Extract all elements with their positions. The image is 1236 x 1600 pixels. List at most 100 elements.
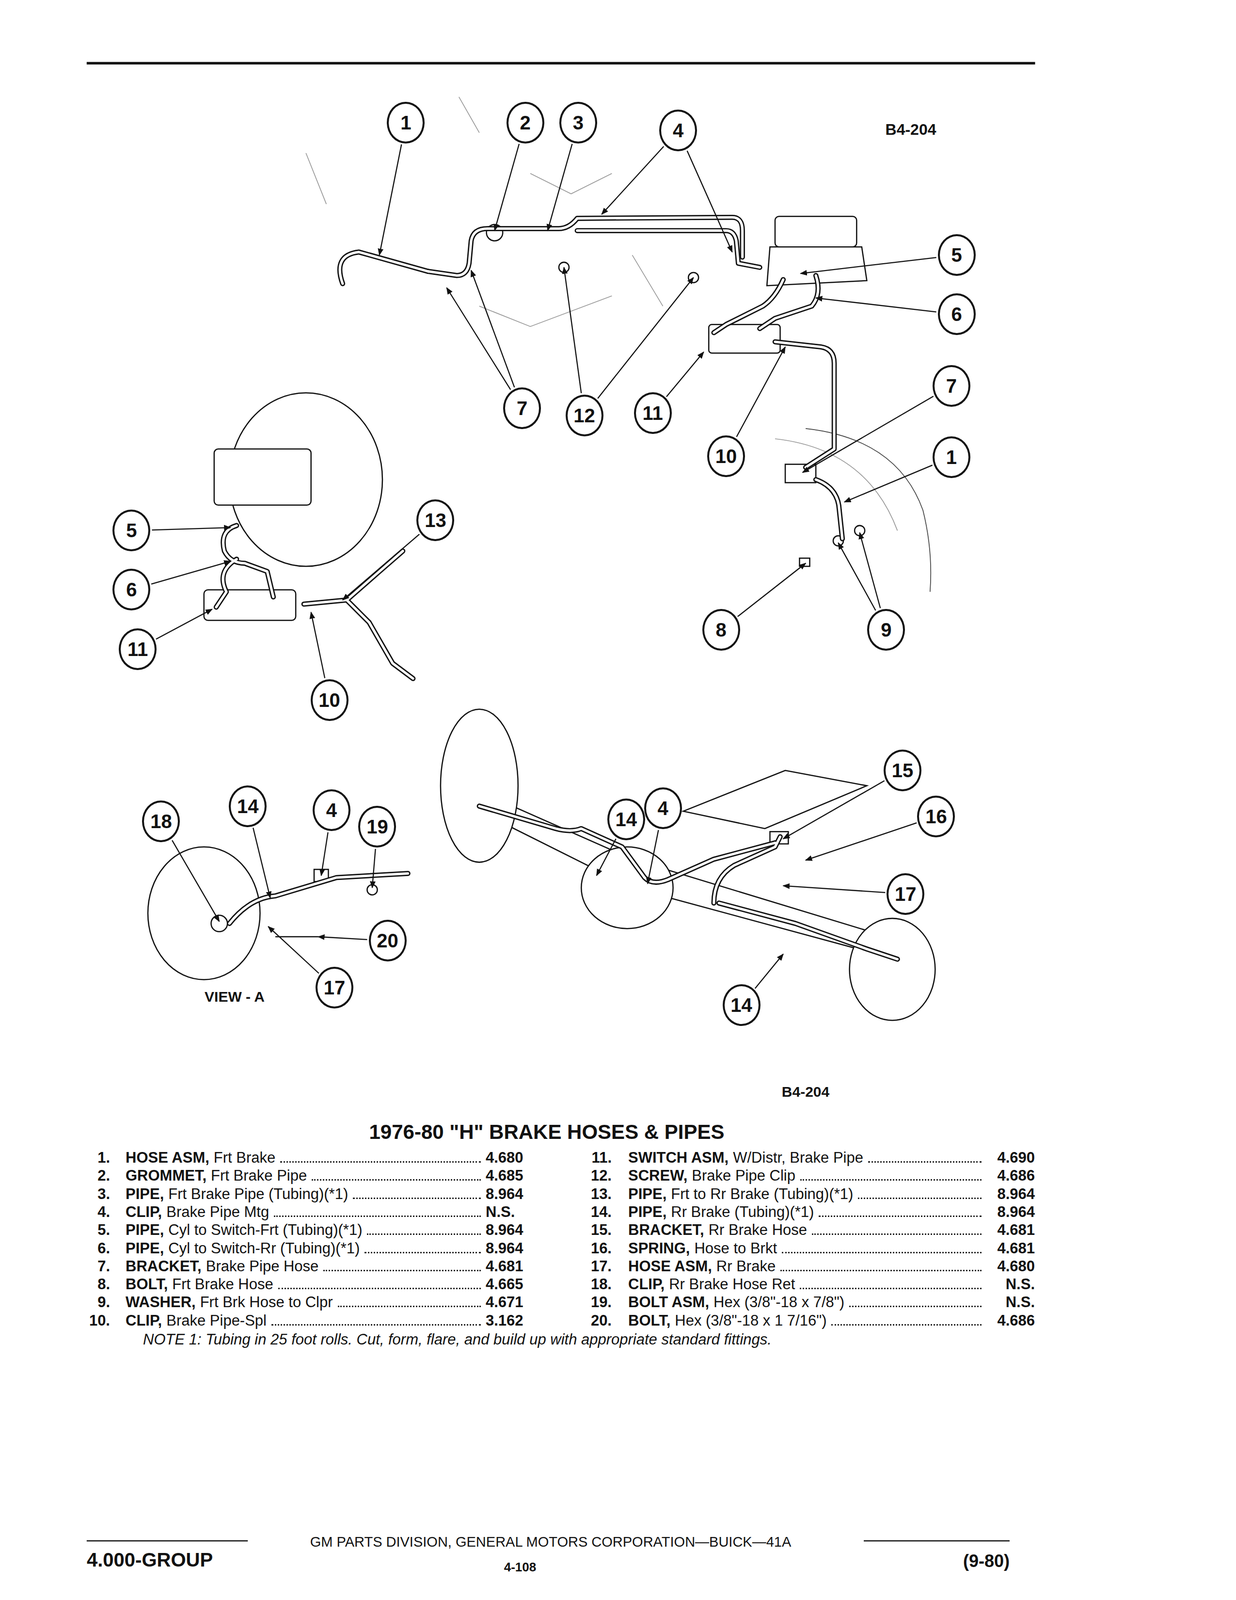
part-number: 12. bbox=[581, 1166, 612, 1185]
callout-number: 11 bbox=[127, 639, 148, 659]
header-rule bbox=[86, 62, 1036, 65]
part-name: CLIP, bbox=[125, 1203, 162, 1221]
price-code: 4.665 bbox=[485, 1275, 535, 1293]
callout-number: 20 bbox=[376, 930, 399, 951]
leader-line bbox=[596, 838, 617, 876]
callout-circle: 12 bbox=[565, 394, 604, 437]
parts-row: 7. BRACKET,Brake Pipe Hose 4.681 bbox=[82, 1257, 535, 1275]
part-name: PIPE, bbox=[628, 1203, 667, 1221]
price-code: 4.681 bbox=[485, 1257, 535, 1275]
price-code: 8.964 bbox=[986, 1203, 1035, 1221]
part-name: CLIP, bbox=[628, 1275, 665, 1293]
leader-line bbox=[859, 532, 881, 609]
part-description: Frt Brake bbox=[213, 1148, 276, 1167]
part-name: BOLT, bbox=[125, 1275, 168, 1293]
leader-line bbox=[597, 277, 694, 398]
callout-number: 5 bbox=[950, 245, 962, 265]
leader-line bbox=[736, 347, 786, 437]
leader-line bbox=[800, 257, 937, 274]
part-name: HOSE ASM, bbox=[628, 1257, 713, 1275]
leader-line bbox=[172, 839, 220, 921]
footer-rule bbox=[863, 1539, 1010, 1542]
part-description: Brake Pipe Hose bbox=[206, 1257, 319, 1275]
drawing-code: B4-204 bbox=[885, 120, 937, 139]
callout-number: 17 bbox=[323, 977, 346, 998]
leader-line bbox=[783, 780, 885, 839]
leader-line bbox=[844, 464, 933, 502]
dot-leader bbox=[800, 1178, 982, 1181]
part-name: PIPE, bbox=[125, 1185, 164, 1203]
callout-number: 4 bbox=[672, 120, 684, 141]
leader-line bbox=[563, 267, 582, 393]
page-rules bbox=[86, 63, 1036, 1540]
price-code: 4.680 bbox=[485, 1148, 535, 1167]
part-name: SPRING, bbox=[628, 1239, 690, 1257]
part-name: HOSE ASM, bbox=[125, 1148, 210, 1167]
dot-leader bbox=[352, 1197, 481, 1199]
parts-row: 6.PIPE,Cyl to Switch-Rr (Tubing)(*1)8.96… bbox=[82, 1239, 535, 1257]
price-code: 8.964 bbox=[986, 1185, 1035, 1203]
callout-number: 19 bbox=[366, 816, 389, 837]
leader-line bbox=[311, 612, 325, 679]
part-number: 4. bbox=[82, 1203, 111, 1221]
brake-drum bbox=[440, 709, 519, 863]
callout-number: 4 bbox=[326, 800, 337, 820]
group-code: 4.000-GROUP bbox=[86, 1548, 213, 1571]
table-title: 1976-80 "H" BRAKE HOSES & PIPES bbox=[368, 1120, 725, 1144]
parts-row: 4.CLIP,Brake Pipe MtgN.S. bbox=[82, 1203, 535, 1221]
callout-circle: 10 bbox=[707, 435, 745, 477]
footer-text: GM PARTS DIVISION, GENERAL MOTORS CORPOR… bbox=[310, 1533, 792, 1550]
callout-circle: 2 bbox=[506, 101, 545, 144]
dot-leader bbox=[278, 1287, 481, 1289]
parts-row: 14.PIPE,Rr Brake (Tubing)(*1)8.964 bbox=[581, 1203, 1035, 1221]
leader-lines bbox=[151, 143, 937, 989]
part-number: 6. bbox=[82, 1239, 111, 1257]
dot-leader bbox=[780, 1269, 982, 1271]
price-code: 4.671 bbox=[485, 1293, 535, 1311]
part-description: Cyl to Switch-Rr (Tubing)(*1) bbox=[168, 1239, 360, 1257]
part-description: Cyl to Switch-Frt (Tubing)(*1) bbox=[168, 1220, 363, 1239]
part-name: BRACKET, bbox=[125, 1257, 202, 1275]
part-number: 20. bbox=[581, 1311, 612, 1330]
dot-leader bbox=[280, 1160, 481, 1163]
differential bbox=[581, 846, 673, 929]
callout-number: 7 bbox=[516, 398, 528, 418]
leader-line bbox=[379, 144, 402, 255]
part-number: 1. bbox=[82, 1148, 111, 1167]
price-code: N.S. bbox=[986, 1275, 1035, 1293]
footer-rule bbox=[86, 1539, 248, 1542]
part-number: 16. bbox=[581, 1239, 612, 1257]
price-code: 4.681 bbox=[986, 1220, 1035, 1239]
price-code: 4.681 bbox=[986, 1239, 1035, 1257]
part-description: Rr Brake bbox=[716, 1257, 776, 1275]
part-description: Rr Brake (Tubing)(*1) bbox=[670, 1203, 814, 1221]
part-number: 19. bbox=[581, 1293, 612, 1311]
parts-row: 15.BRACKET,Rr Brake Hose4.681 bbox=[581, 1220, 1035, 1239]
callout-circle: 4 bbox=[644, 787, 682, 829]
dot-leader bbox=[811, 1233, 982, 1235]
part-name: SCREW, bbox=[628, 1166, 688, 1185]
callout-circle: 1 bbox=[386, 101, 425, 144]
part-description: Hex (3/8"-18 x 7/8") bbox=[713, 1293, 845, 1311]
callout-number: 18 bbox=[150, 811, 173, 831]
part-description: Rr Brake Hose Ret bbox=[668, 1275, 795, 1293]
table-note: NOTE 1: Tubing in 25 foot rolls. Cut, fo… bbox=[142, 1330, 772, 1348]
parts-row: 20.BOLT,Hex (3/8"-18 x 1 7/16")4.686 bbox=[581, 1311, 1035, 1330]
parts-row: 17.HOSE ASM,Rr Brake4.680 bbox=[581, 1257, 1035, 1275]
price-code: N.S. bbox=[485, 1203, 535, 1221]
parts-row: 12.SCREW,Brake Pipe Clip4.686 bbox=[581, 1166, 1035, 1185]
callout-circle: 1 bbox=[932, 436, 971, 478]
part-number: 7. bbox=[82, 1257, 111, 1275]
callout-circle: 7 bbox=[503, 387, 541, 429]
dot-leader bbox=[364, 1251, 481, 1253]
callout-circle: 4 bbox=[659, 109, 698, 152]
callout-number: 5 bbox=[126, 520, 137, 540]
dot-leader bbox=[271, 1323, 481, 1326]
reservoir bbox=[775, 216, 857, 247]
part-number: 9. bbox=[82, 1293, 111, 1311]
dot-leader bbox=[818, 1215, 982, 1217]
part-description: Frt to Rr Brake (Tubing)(*1) bbox=[670, 1185, 854, 1203]
hose-clip bbox=[211, 915, 228, 932]
leader-line bbox=[647, 829, 659, 884]
parts-row: 2.GROMMET,Frt Brake Pipe4.685 bbox=[82, 1166, 535, 1185]
